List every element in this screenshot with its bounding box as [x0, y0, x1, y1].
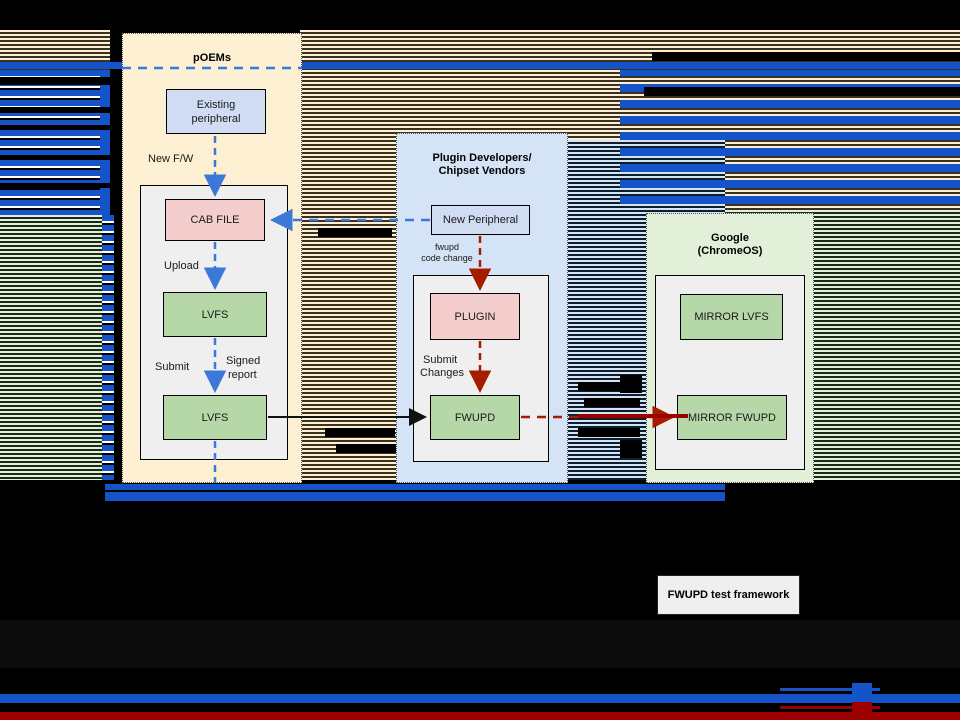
glitch-blue-run-4 — [620, 116, 960, 124]
glitch-blue-dashes-left — [102, 215, 114, 480]
node-new-peripheral[interactable]: New Peripheral — [431, 205, 530, 235]
node-label-existing-peripheral-line2: peripheral — [191, 112, 241, 125]
glitch-red-streak — [578, 414, 688, 418]
node-label-lvfs-submit: LVFS — [201, 411, 229, 424]
node-label-lvfs-upload: LVFS — [201, 308, 229, 321]
glitch-stripes-green-left — [0, 215, 102, 480]
node-label-test-framework: FWUPD test framework — [667, 589, 790, 601]
node-label-cab-file: CAB FILE — [190, 214, 240, 226]
glitch-top-black-band — [0, 0, 960, 30]
redaction-bar-10 — [336, 444, 396, 453]
lane-title-plugin-line1: Plugin Developers/ — [432, 152, 532, 164]
glitch-blue-run-3 — [620, 100, 960, 108]
glitch-blue-column-left — [0, 70, 110, 215]
node-label-plugin: PLUGIN — [454, 310, 496, 323]
glitch-blue-block — [852, 683, 872, 701]
glitch-blue-line-a — [780, 688, 880, 691]
redaction-bar-9 — [325, 428, 395, 437]
glitch-blue-run-8 — [620, 180, 960, 188]
node-fwupd[interactable]: FWUPD — [430, 395, 520, 440]
lane-plugin: Plugin Developers/ Chipset Vendors — [396, 133, 568, 483]
node-mirror-fwupd[interactable]: MIRROR FWUPD — [677, 395, 787, 440]
node-lvfs-upload[interactable]: LVFS — [163, 292, 267, 337]
redaction-bar-8 — [318, 228, 392, 237]
glitch-blue-sweep-top — [0, 62, 960, 69]
node-cab-file[interactable]: CAB FILE — [165, 199, 265, 241]
glitch-blue-run-6 — [620, 148, 960, 156]
node-label-new-peripheral: New Peripheral — [442, 214, 519, 226]
glitch-blue-run-7 — [620, 164, 960, 172]
redaction-bar-14 — [620, 375, 642, 393]
redaction-bar-2 — [644, 87, 960, 96]
glitch-dark-band — [0, 620, 960, 668]
node-label-mirror-lvfs: MIRROR LVFS — [694, 311, 769, 323]
redaction-bar-12 — [584, 398, 640, 407]
edge-label-upload: Upload — [164, 260, 199, 272]
redaction-bar-4 — [0, 107, 110, 113]
redaction-bar-5 — [0, 125, 110, 130]
edge-label-submit-changes-line1: Submit — [423, 354, 458, 366]
glitch-red-line-b — [0, 712, 960, 720]
edge-label-signed-report-line1: Signed — [226, 355, 261, 367]
edge-label-fwupd-code-change-line2: code change — [421, 253, 473, 263]
glitch-blue-run-5 — [620, 132, 960, 140]
lane-title-google-line1: Google — [711, 232, 749, 244]
glitch-blue-bar-bottom-1 — [105, 484, 725, 490]
glitch-red-line-a — [780, 706, 880, 709]
glitch-red-block — [852, 702, 872, 714]
glitch-blue-bar-bottom-2 — [105, 492, 725, 501]
edge-label-signed-report-line2: report — [228, 369, 257, 381]
node-lvfs-submit[interactable]: LVFS — [163, 395, 267, 440]
lane-title-google-line2: (ChromeOS) — [697, 245, 763, 257]
redaction-bar-11 — [578, 382, 640, 391]
lane-google: Google (ChromeOS) — [646, 213, 814, 483]
edge-label-fwupd-code-change-line1: fwupd — [434, 242, 460, 252]
redaction-bar-15 — [620, 440, 642, 458]
node-test-framework[interactable]: FWUPD test framework — [657, 575, 800, 615]
glitch-blue-run-9 — [620, 196, 960, 204]
redaction-bar-7 — [0, 183, 110, 188]
glitch-blue-run-1 — [620, 70, 960, 76]
edge-label-submit-changes-line2: Changes — [420, 367, 465, 379]
lane-title-poems: pOEMs — [193, 52, 231, 64]
node-mirror-lvfs[interactable]: MIRROR LVFS — [680, 294, 783, 340]
lane-poems: pOEMs — [122, 33, 302, 483]
redaction-bar-1 — [652, 52, 960, 61]
edge-label-new-fw: New F/W — [148, 153, 194, 165]
redaction-bar-13 — [578, 428, 640, 437]
glitch-blue-spine-left — [100, 70, 110, 215]
node-plugin[interactable]: PLUGIN — [430, 293, 520, 340]
redaction-bar-3 — [0, 77, 110, 85]
redaction-bar-6 — [0, 155, 110, 160]
node-label-mirror-fwupd: MIRROR FWUPD — [688, 411, 776, 424]
node-existing-peripheral[interactable]: Existing peripheral — [166, 89, 266, 134]
node-label-existing-peripheral-line1: Existing — [196, 98, 236, 111]
lane-title-plugin-line2: Chipset Vendors — [438, 165, 526, 177]
glitch-blue-line-b — [0, 694, 960, 703]
glitch-bottom-black — [0, 483, 960, 720]
edge-label-submit: Submit — [155, 361, 190, 373]
node-label-fwupd: FWUPD — [454, 411, 496, 424]
